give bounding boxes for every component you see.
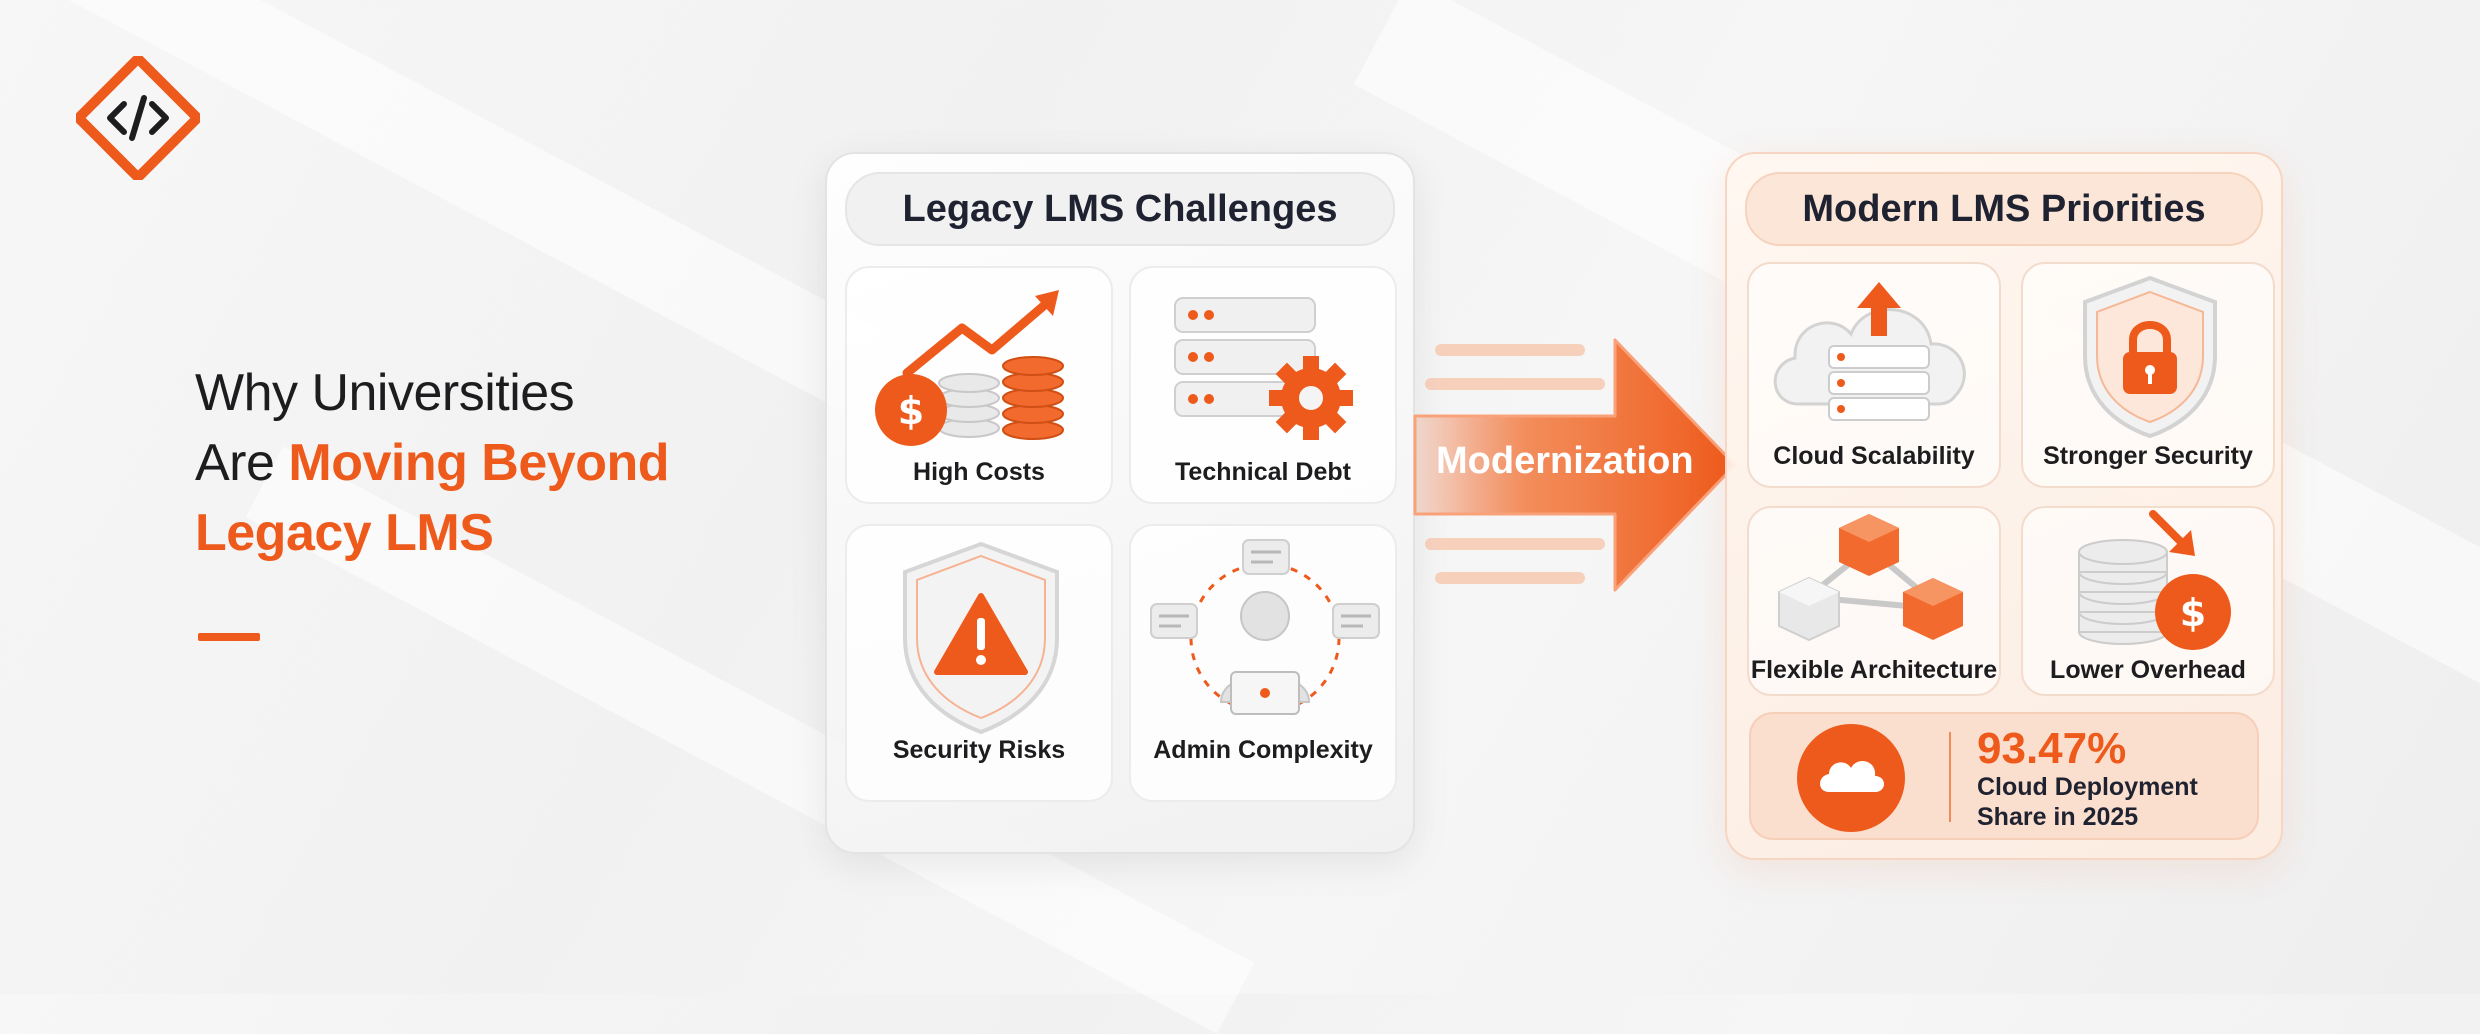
svg-text:$: $	[898, 389, 924, 433]
database-dollar-down-icon: $	[2078, 510, 2231, 650]
code-logo-icon	[76, 56, 200, 180]
headline-line-1: Why Universities	[195, 364, 575, 422]
flexible-architecture-tile: Flexible Architecture	[1747, 506, 2001, 696]
cloud-deployment-stat-card: 93.47% Cloud Deployment Share in 2025	[1749, 712, 2259, 840]
connected-cubes-icon	[1778, 514, 1963, 642]
lower-overhead-label: Lower Overhead	[2050, 656, 2246, 684]
technical-debt-label: Technical Debt	[1175, 458, 1351, 486]
server-gear-icon	[1174, 297, 1353, 440]
shield-lock-icon	[2083, 275, 2217, 439]
stat-caption-line-2: Share in 2025	[1977, 803, 2139, 831]
rising-costs-coins-icon: $	[875, 290, 1064, 446]
cloud-icon	[1797, 724, 1905, 832]
admin-complexity-label: Admin Complexity	[1153, 736, 1373, 764]
admin-complexity-tile: Admin Complexity	[1129, 524, 1397, 802]
headline-prefix: Are	[195, 434, 289, 492]
cloud-server-icon	[1773, 282, 1966, 421]
high-costs-tile: $ High Costs	[845, 266, 1113, 504]
modernization-label: Modernization	[1436, 440, 1694, 482]
modernization-arrow-icon	[1413, 338, 1737, 592]
headline-divider	[198, 633, 260, 641]
modern-priorities-panel: Modern LMS Priorities Cloud Scalability …	[1725, 152, 2283, 860]
headline-line-2: Are Moving Beyond	[195, 428, 669, 498]
stronger-security-tile: Stronger Security	[2021, 262, 2275, 488]
headline-accent-1: Moving Beyond	[288, 434, 669, 492]
stat-divider	[1949, 732, 1951, 822]
stronger-security-label: Stronger Security	[2043, 442, 2253, 470]
modern-panel-title: Modern LMS Priorities	[1745, 172, 2263, 246]
security-risks-tile: Security Risks	[845, 524, 1113, 802]
shield-warning-icon	[903, 541, 1059, 735]
cloud-scalability-tile: Cloud Scalability	[1747, 262, 2001, 488]
lower-overhead-tile: $ Lower Overhead	[2021, 506, 2275, 696]
flexible-architecture-label: Flexible Architecture	[1750, 656, 1998, 684]
high-costs-label: High Costs	[913, 458, 1045, 486]
stat-caption-line-1: Cloud Deployment	[1977, 773, 2198, 801]
security-risks-label: Security Risks	[892, 736, 1066, 764]
cloud-scalability-label: Cloud Scalability	[1773, 442, 1975, 470]
headline: Why Universities Are Moving Beyond Legac…	[195, 358, 669, 568]
legacy-panel-title: Legacy LMS Challenges	[845, 172, 1395, 246]
headline-line-3: Legacy LMS	[195, 504, 494, 562]
stat-value: 93.47%	[1977, 724, 2127, 773]
technical-debt-tile: Technical Debt	[1129, 266, 1397, 504]
admin-workload-icon	[1150, 539, 1380, 715]
legacy-challenges-panel: Legacy LMS Challenges $ High Costs	[825, 152, 1415, 854]
svg-text:$: $	[2180, 591, 2206, 635]
stat-caption: Cloud Deployment Share in 2025	[1977, 772, 2237, 832]
